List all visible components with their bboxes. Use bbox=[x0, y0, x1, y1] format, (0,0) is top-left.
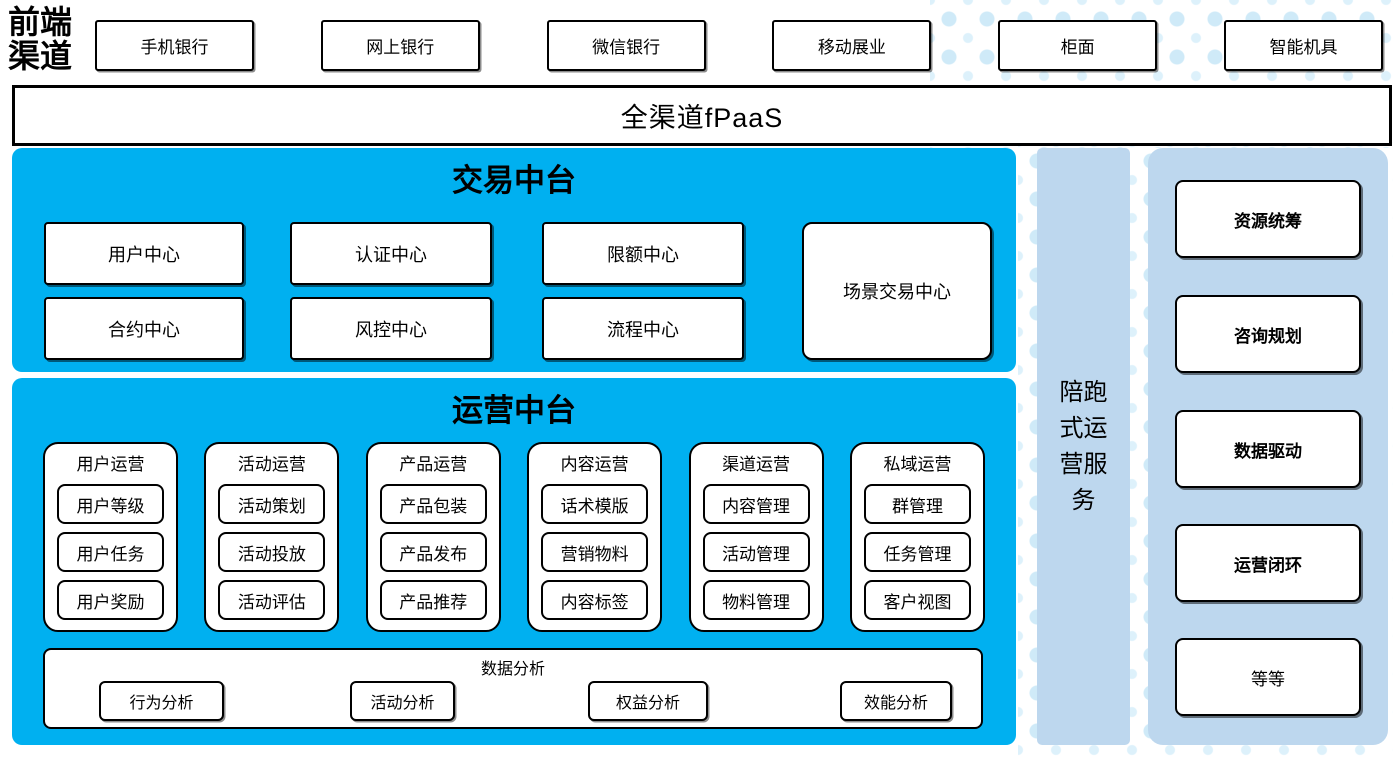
group-item: 活动管理 bbox=[702, 532, 810, 572]
ops-closed-loop-box: 运营闭环 bbox=[1175, 524, 1361, 602]
channel-mobile-business: 移动展业 bbox=[772, 20, 932, 71]
group-item: 内容管理 bbox=[702, 484, 810, 524]
auth-center-box: 认证中心 bbox=[290, 222, 492, 285]
group-item: 活动评估 bbox=[218, 580, 326, 620]
front-channels-row: 手机银行 网上银行 微信银行 移动展业 柜面 智能机具 bbox=[95, 20, 1383, 71]
data-analysis-title: 数据分析 bbox=[480, 661, 545, 678]
etc-box: 等等 bbox=[1175, 638, 1361, 716]
group-item: 任务管理 bbox=[863, 532, 971, 572]
companion-ops-service-label: 陪跑式运营服务 bbox=[1059, 378, 1108, 514]
channel-wechat-banking: 微信银行 bbox=[546, 20, 706, 71]
group-header: 活动运营 bbox=[237, 455, 306, 474]
channel-online-banking: 网上银行 bbox=[320, 20, 480, 71]
channel-smart-devices: 智能机具 bbox=[1223, 20, 1383, 71]
user-center-box: 用户中心 bbox=[44, 222, 244, 285]
rights-analysis-box: 权益分析 bbox=[588, 681, 708, 721]
channel-counter: 柜面 bbox=[998, 20, 1158, 71]
group-item: 客户视图 bbox=[863, 580, 971, 620]
consulting-planning-box: 咨询规划 bbox=[1175, 295, 1361, 373]
scene-trade-center-box: 场景交易中心 bbox=[802, 222, 992, 360]
companion-ops-service-bar: 陪跑式运营服务 bbox=[1037, 148, 1130, 745]
risk-center-box: 风控中心 bbox=[290, 297, 492, 360]
group-header: 私域运营 bbox=[883, 455, 952, 474]
channel-mobile-banking: 手机银行 bbox=[95, 20, 254, 71]
group-private-domain-ops: 私域运营 群管理 任务管理 客户视图 bbox=[849, 442, 985, 632]
group-product-ops: 产品运营 产品包装 产品发布 产品推荐 bbox=[365, 442, 501, 632]
group-item: 营销物料 bbox=[541, 532, 649, 572]
group-item: 活动投放 bbox=[218, 532, 326, 572]
group-header: 用户运营 bbox=[76, 455, 145, 474]
behavior-analysis-box: 行为分析 bbox=[99, 681, 224, 721]
group-item: 活动策划 bbox=[218, 484, 326, 524]
group-item: 物料管理 bbox=[702, 580, 810, 620]
omnichannel-fpaas-bar: 全渠道fPaaS bbox=[12, 85, 1392, 146]
trade-middle-platform-panel: 交易中台 用户中心 认证中心 限额中心 合约中心 风控中心 流程中心 场景交易中… bbox=[12, 148, 1016, 372]
group-header: 渠道运营 bbox=[722, 455, 791, 474]
group-item: 群管理 bbox=[863, 484, 971, 524]
group-content-ops: 内容运营 话术模版 营销物料 内容标签 bbox=[527, 442, 663, 632]
efficiency-analysis-box: 效能分析 bbox=[840, 681, 952, 721]
ops-groups-row: 用户运营 用户等级 用户任务 用户奖励 活动运营 活动策划 活动投放 活动评估 … bbox=[43, 442, 985, 632]
resource-planning-box: 资源统筹 bbox=[1175, 180, 1361, 258]
group-item: 产品发布 bbox=[379, 532, 487, 572]
process-center-box: 流程中心 bbox=[542, 297, 744, 360]
group-item: 话术模版 bbox=[541, 484, 649, 524]
activity-analysis-box: 活动分析 bbox=[350, 681, 455, 721]
limit-center-box: 限额中心 bbox=[542, 222, 744, 285]
group-channel-ops: 渠道运营 内容管理 活动管理 物料管理 bbox=[688, 442, 824, 632]
group-item: 内容标签 bbox=[541, 580, 649, 620]
group-header: 内容运营 bbox=[560, 455, 629, 474]
ops-platform-title: 运营中台 bbox=[452, 393, 576, 428]
service-items-panel: 资源统筹 咨询规划 数据驱动 运营闭环 等等 bbox=[1148, 148, 1388, 745]
data-analysis-strip: 数据分析 行为分析 活动分析 权益分析 效能分析 bbox=[43, 648, 983, 729]
contract-center-box: 合约中心 bbox=[44, 297, 244, 360]
group-item: 产品包装 bbox=[379, 484, 487, 524]
group-activity-ops: 活动运营 活动策划 活动投放 活动评估 bbox=[204, 442, 340, 632]
trade-platform-title: 交易中台 bbox=[452, 163, 576, 198]
group-item: 用户任务 bbox=[57, 532, 164, 572]
group-user-ops: 用户运营 用户等级 用户任务 用户奖励 bbox=[43, 442, 178, 632]
group-item: 用户奖励 bbox=[57, 580, 164, 620]
group-item: 用户等级 bbox=[57, 484, 164, 524]
front-channels-label: 前端渠道 bbox=[8, 4, 73, 74]
operations-middle-platform-panel: 运营中台 用户运营 用户等级 用户任务 用户奖励 活动运营 活动策划 活动投放 … bbox=[12, 378, 1016, 745]
data-driven-box: 数据驱动 bbox=[1175, 410, 1361, 488]
group-header: 产品运营 bbox=[399, 455, 468, 474]
group-item: 产品推荐 bbox=[379, 580, 487, 620]
